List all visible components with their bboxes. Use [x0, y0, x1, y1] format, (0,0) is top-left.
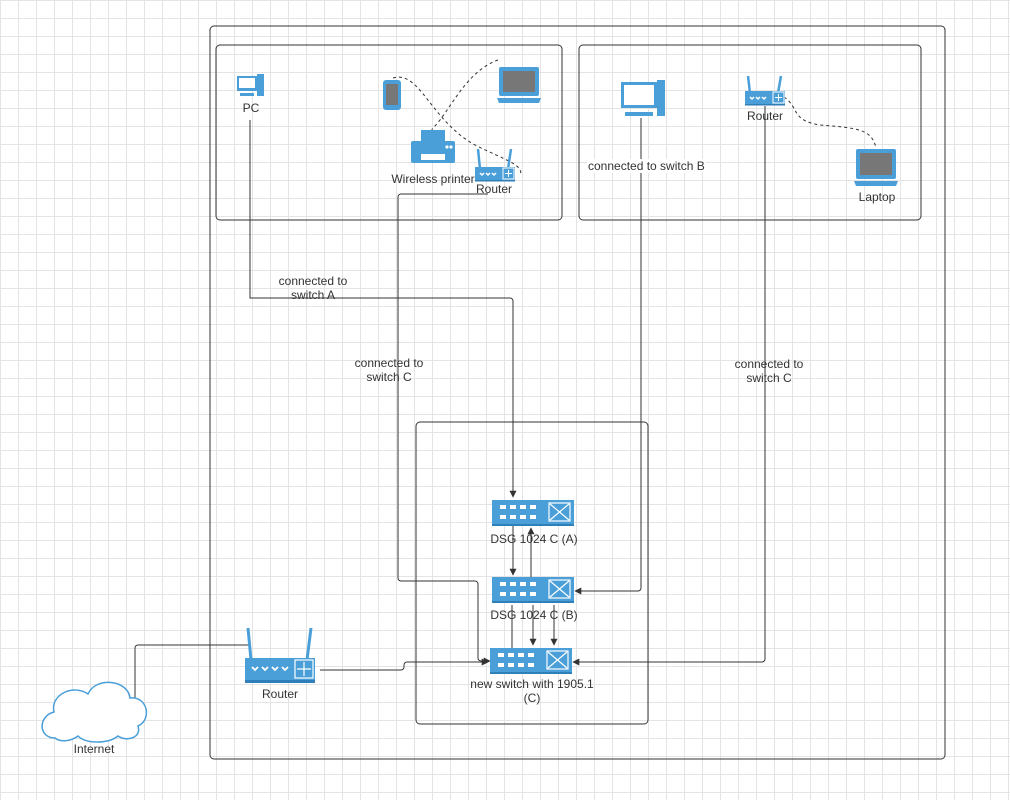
pc-label: PC: [242, 101, 260, 115]
wireless-router-icon: [745, 75, 785, 106]
room-b-router-label: Router: [746, 109, 784, 123]
printer-icon: [411, 130, 455, 163]
switch-c-label-line1: new switch with 1905.1: [470, 677, 594, 691]
room-b-pc-to-switch-b-line: [574, 118, 642, 595]
connected-switch-b-label: connected to switch B: [587, 159, 706, 173]
connected-switch-a-label-line2: switch A: [290, 288, 336, 302]
room-b-frame: [578, 44, 922, 221]
room-b-router-to-switch-c-line: [572, 106, 766, 666]
room-a-router-to-switch-b-line: [397, 193, 491, 665]
switch-c-label-line2: (C): [523, 691, 541, 705]
connected-switch-a-label-line1: connected to: [278, 274, 348, 288]
smartphone-icon: [383, 80, 401, 110]
outer-frame: [209, 25, 946, 760]
internet-label: Internet: [73, 742, 115, 756]
network-switch-icon-c: [490, 648, 572, 674]
switch-a-label: DSG 1024 C (A): [490, 532, 578, 546]
room-a-router-label: Router: [475, 182, 513, 196]
main-router-to-switch-c-line: [320, 658, 489, 671]
switch-rack-frame: [415, 421, 649, 725]
switch-b-label: DSG 1024 C (B): [490, 608, 578, 622]
desktop-pc-icon: [621, 80, 665, 116]
wireless-link-router-b-laptop: [783, 96, 877, 149]
pc-to-switch-a-line: [249, 120, 517, 498]
connected-switch-c-left-label-line1: connected to: [354, 356, 424, 370]
room-a-frame: [215, 44, 563, 221]
connected-switch-c-left-label-line2: switch C: [366, 370, 412, 384]
laptop-icon: [497, 67, 541, 103]
connected-switch-c-right-label-line1: connected to: [734, 357, 804, 371]
network-switch-icon-a: [492, 500, 574, 526]
laptop-icon: [854, 149, 898, 186]
wireless-link-phone-router: [392, 76, 522, 177]
desktop-pc-icon: [237, 74, 264, 96]
connected-switch-c-right-label-line2: switch C: [746, 371, 792, 385]
internet-cloud-icon: [41, 681, 148, 743]
main-router-to-internet-line: [131, 644, 250, 723]
wireless-router-icon: [245, 627, 315, 683]
wireless-router-icon: [475, 148, 515, 182]
wireless-link-laptop-router: [431, 59, 499, 131]
room-b-laptop-label: Laptop: [858, 190, 896, 204]
network-switch-icon-b: [492, 577, 574, 603]
main-router-label: Router: [261, 687, 299, 701]
wireless-printer-label: Wireless printer: [391, 172, 475, 186]
